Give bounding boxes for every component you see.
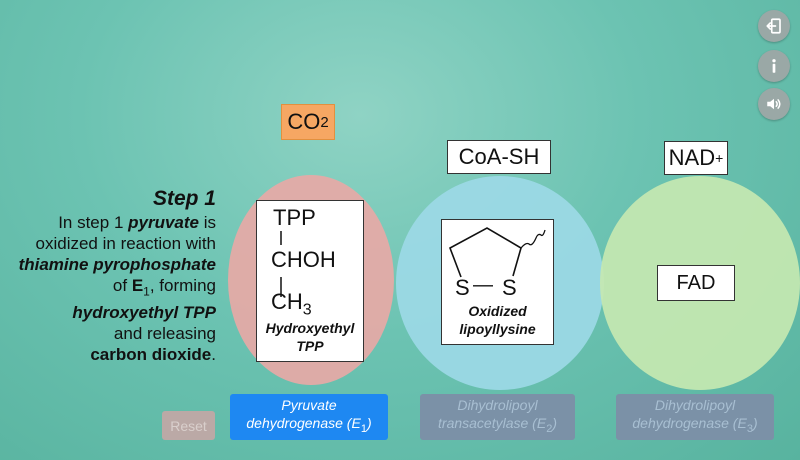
- coash-label: CoA-SH: [447, 140, 551, 174]
- exit-icon: [766, 18, 781, 34]
- step-description: Step 1 In step 1 pyruvate is oxidized in…: [6, 186, 216, 365]
- pyruvate-dehydrogenase-button[interactable]: Pyruvate dehydrogenase (E1): [230, 394, 388, 440]
- fad-label: FAD: [657, 265, 735, 301]
- dithiolane-ring: [449, 227, 546, 278]
- dihydrolipoyl-transacetylase-button[interactable]: Dihydrolipoyl transacetylase (E2): [420, 394, 575, 440]
- exit-button[interactable]: [758, 10, 790, 42]
- nad-label: NAD+: [664, 141, 728, 175]
- step-title: Step 1: [152, 187, 216, 210]
- info-button[interactable]: [758, 50, 790, 82]
- speaker-icon: [767, 98, 781, 110]
- info-icon: [772, 59, 776, 73]
- hydroxyethyl-tpp-card[interactable]: TPP CHOH CH3 Hydroxyethyl TPP: [256, 200, 364, 362]
- bond-lines: [280, 231, 282, 297]
- oxidized-lipoyllysine-card[interactable]: S — S Oxidized lipoyllysine: [441, 219, 554, 345]
- sound-button[interactable]: [758, 88, 790, 120]
- dihydrolipoyl-dehydrogenase-button[interactable]: Dihydrolipoyl dehydrogenase (E3): [616, 394, 774, 440]
- reset-button[interactable]: Reset: [162, 411, 215, 440]
